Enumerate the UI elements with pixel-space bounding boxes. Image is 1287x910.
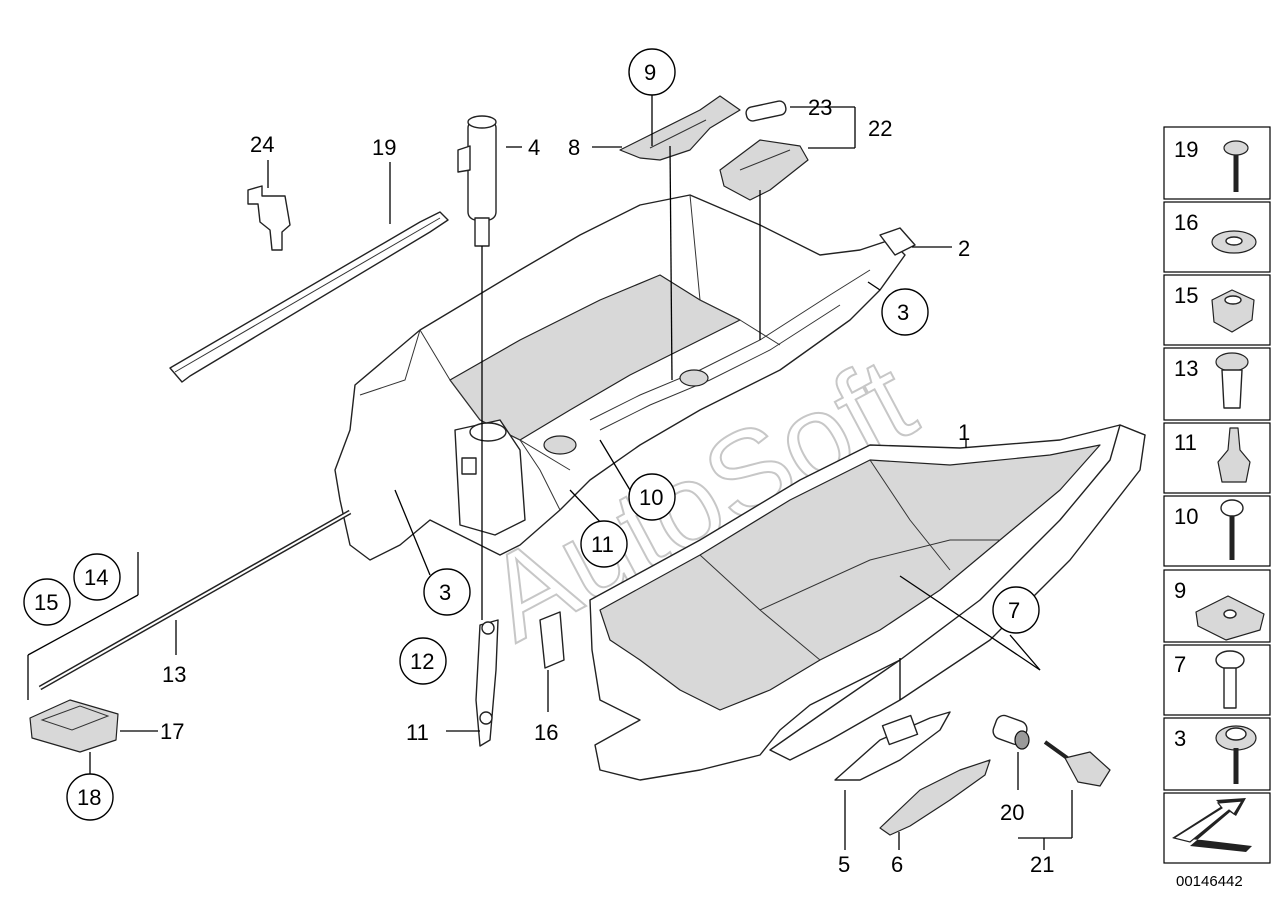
- expanding-rivet-icon: [1215, 352, 1249, 409]
- glove-box-compartment: [589, 424, 1146, 781]
- callout-14: 13: [162, 662, 186, 687]
- spring-nut-icon: [1195, 595, 1265, 641]
- callout-18: 17: [160, 719, 184, 744]
- legend-16: 16: [1174, 210, 1198, 235]
- part-23-lock-mechanism: [719, 139, 809, 201]
- part-6-handle: [879, 759, 991, 836]
- part-24-pin: [745, 100, 787, 122]
- callout-21: 20: [1000, 800, 1024, 825]
- callout-16: 15: [34, 590, 58, 615]
- callout-1: 1: [958, 420, 970, 445]
- part-22-key: [1043, 740, 1111, 787]
- callout-5: 5: [838, 852, 850, 877]
- legend-3: 3: [1174, 726, 1186, 751]
- legend-19: 19: [1174, 137, 1198, 162]
- legend-13: 13: [1174, 356, 1198, 381]
- callout-13: 12: [410, 649, 434, 674]
- part-12-strap: [475, 619, 499, 747]
- rubber-buffer-icon: [1217, 427, 1251, 483]
- callout-19: 18: [77, 785, 101, 810]
- clip-nut-icon: [1211, 289, 1255, 333]
- callout-23: 22: [868, 116, 892, 141]
- callout-12: 11: [406, 720, 429, 745]
- callout-24: 23: [808, 95, 832, 120]
- callout-6: 6: [891, 852, 903, 877]
- legend-15: 15: [1174, 283, 1198, 308]
- callout-25: 24: [250, 132, 274, 157]
- screw-icon: [1223, 140, 1249, 192]
- legend-11: 11: [1174, 430, 1197, 455]
- bolt-icon: [1215, 650, 1245, 709]
- self-tapping-screw-icon: [1220, 499, 1244, 560]
- legend-10: 10: [1174, 504, 1198, 529]
- callout-8: 8: [568, 135, 580, 160]
- part-20-rail: [169, 211, 449, 383]
- callout-4: 4: [528, 135, 540, 160]
- callout-labels: 24 19 4 8 23 22 2 1 13 17 11 16 5 6 20 2…: [160, 95, 1054, 877]
- callout-10: 10: [639, 485, 663, 510]
- part-8-clip: [619, 95, 741, 161]
- part-25-bracket: [247, 185, 291, 251]
- callout-20: 19: [372, 135, 396, 160]
- callout-3-lower: 3: [439, 580, 451, 605]
- circled-callouts: 9 3 10 11 3 7 14 15 12 18: [23, 48, 1040, 821]
- direction-arrow-icon: [1172, 798, 1252, 852]
- part-21-lock-cylinder: [992, 714, 1030, 750]
- glove-box-housing: [334, 194, 916, 561]
- callout-15: 14: [84, 565, 108, 590]
- document-number: 00146442: [1176, 873, 1243, 890]
- callout-11: 11: [591, 532, 614, 557]
- callout-7: 7: [1008, 598, 1020, 623]
- callout-2: 2: [958, 236, 970, 261]
- callout-22: 21: [1030, 852, 1054, 877]
- legend-7: 7: [1174, 652, 1186, 677]
- part-4-damper: [457, 115, 497, 247]
- part-18-slider: [29, 699, 119, 753]
- part-17-cover: [539, 611, 565, 669]
- leader-lines: [27, 95, 1073, 850]
- fastener-legend: 19 16 15 13 11 10: [1163, 126, 1271, 890]
- washer-screw-icon: [1215, 725, 1257, 784]
- washer-icon: [1211, 230, 1257, 254]
- callout-17: 16: [534, 720, 558, 745]
- callout-9: 9: [644, 60, 656, 85]
- legend-9: 9: [1174, 578, 1186, 603]
- callout-3-upper: 3: [897, 300, 909, 325]
